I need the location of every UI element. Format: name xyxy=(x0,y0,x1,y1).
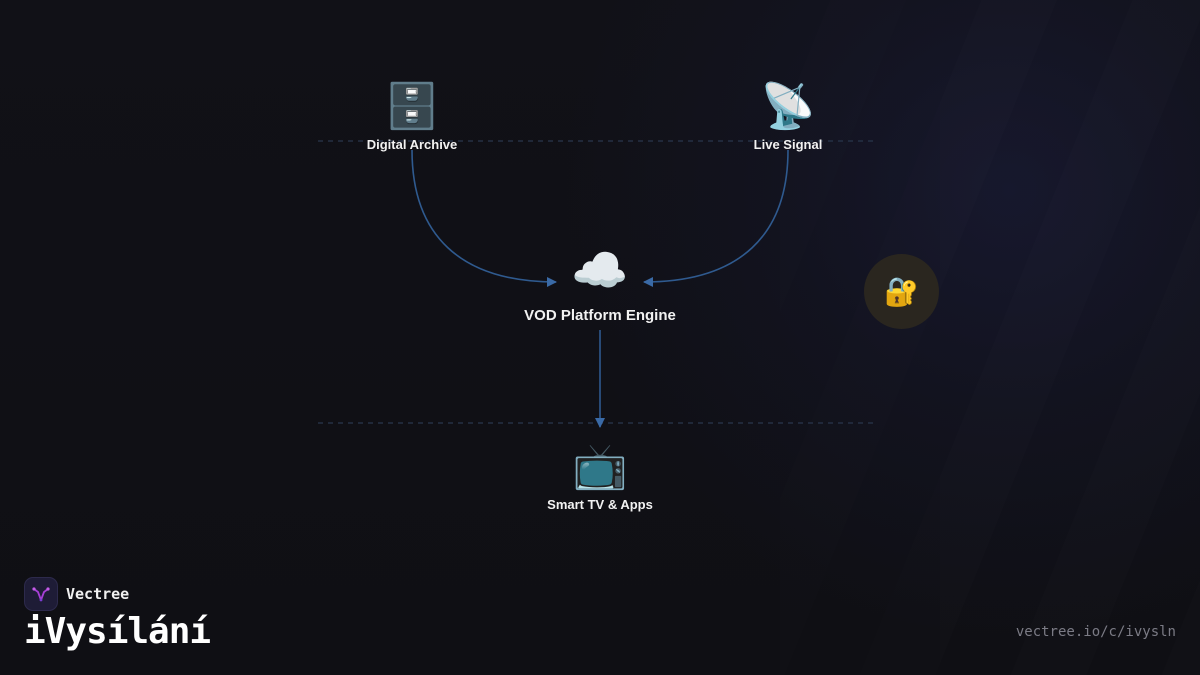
edge-live-to-engine xyxy=(643,149,789,287)
cloud-icon: ☁️ xyxy=(571,244,629,296)
file-cabinet-icon: 🗄️ xyxy=(384,82,440,131)
node-label: Digital Archive xyxy=(366,137,458,152)
node-label: Smart TV & Apps xyxy=(547,497,653,512)
node-digital-archive[interactable]: 🗄️ Digital Archive xyxy=(366,82,458,153)
node-smart-tv-apps[interactable]: 📺 Smart TV & Apps xyxy=(547,442,653,513)
locked-with-key-icon: 🔐 xyxy=(884,275,919,307)
television-icon: 📺 xyxy=(572,442,628,491)
brand[interactable]: Vectree xyxy=(24,577,129,611)
page-title: iVysílání xyxy=(24,611,211,652)
edge-archive-to-engine xyxy=(411,149,557,287)
vectree-logo-mark xyxy=(32,587,50,602)
vectree-logo-icon xyxy=(24,577,58,611)
satellite-antenna-icon: 📡 xyxy=(760,82,816,131)
brand-name: Vectree xyxy=(66,585,130,603)
node-label: Live Signal xyxy=(753,137,823,152)
security-badge[interactable]: 🔐 xyxy=(864,254,939,329)
source-url[interactable]: vectree.io/c/ivysln xyxy=(1015,624,1176,640)
node-label: VOD Platform Engine xyxy=(524,307,676,324)
node-vod-platform-engine[interactable]: ☁️ VOD Platform Engine xyxy=(524,245,676,324)
node-live-signal[interactable]: 📡 Live Signal xyxy=(753,82,823,153)
